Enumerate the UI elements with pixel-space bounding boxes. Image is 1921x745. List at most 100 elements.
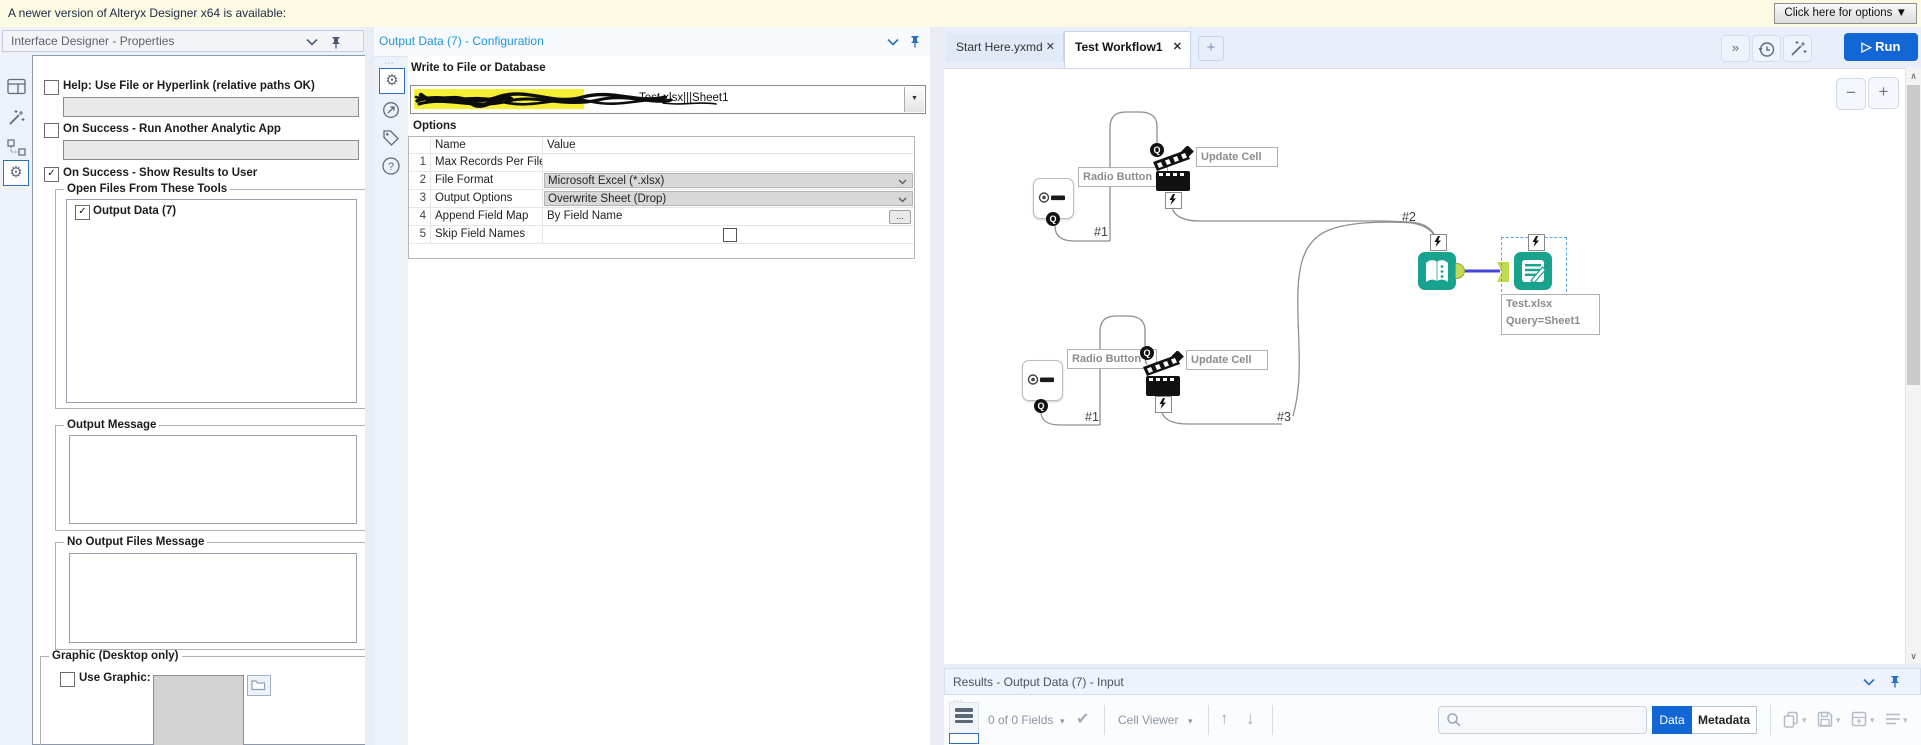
output-options-dropdown[interactable]: Overwrite Sheet (Drop) [544, 191, 913, 206]
show-results-checkbox[interactable]: ✓ [44, 167, 59, 182]
chevron-down-icon [898, 197, 907, 203]
dropdown-arrow-icon: ▼ [911, 95, 918, 102]
no-output-files-textarea[interactable] [69, 553, 357, 643]
browse-graphic-button[interactable] [247, 675, 271, 696]
update-cell-macro-tool[interactable] [1150, 146, 1196, 194]
arrow-up-icon[interactable]: ↑ [1220, 709, 1229, 728]
cell-viewer-label[interactable]: Cell Viewer [1118, 713, 1179, 727]
open-files-listbox[interactable]: ✓ Output Data (7) [66, 199, 357, 403]
canvas-vertical-scrollbar[interactable]: ∧ ∨ [1905, 68, 1921, 664]
tab-data[interactable]: Data [1652, 706, 1692, 734]
run-button[interactable]: ▷ Run [1844, 33, 1918, 61]
use-graphic-checkbox[interactable] [60, 672, 75, 687]
run-another-app-checkbox[interactable] [44, 123, 59, 138]
tab-metadata[interactable]: Metadata [1692, 706, 1757, 734]
tab-test-workflow1[interactable]: Test Workflow1 ✕ [1064, 31, 1191, 68]
apply-check-icon[interactable]: ✔ [1076, 711, 1090, 728]
tab-start-here[interactable]: Start Here.yxmd ✕ [946, 33, 1064, 62]
output-data-item-checkbox[interactable]: ✓ [75, 205, 90, 220]
tree-view-icon[interactable] [7, 139, 26, 156]
chevron-down-icon[interactable] [1862, 675, 1876, 689]
file-path-combobox[interactable]: Test.xlsx|||Sheet1 ▼ [410, 85, 926, 114]
copy-icon[interactable] [1782, 710, 1800, 728]
input-anchor[interactable] [1497, 262, 1509, 282]
layout-icon[interactable] [7, 78, 26, 95]
graphic-group-label: Graphic (Desktop only) [52, 650, 179, 662]
skip-field-names-checkbox[interactable] [722, 228, 737, 242]
config-gear-tab[interactable]: ⚙ [379, 68, 405, 94]
output-data-tool[interactable] [1514, 252, 1552, 290]
update-cell-annotation[interactable]: Update Cell [1186, 350, 1268, 370]
name-column-header: Name [431, 137, 543, 153]
help-hyperlink-checkbox[interactable] [44, 80, 59, 95]
performance-icon[interactable] [381, 100, 401, 120]
caret-down-icon[interactable]: ▾ [1188, 716, 1193, 726]
new-tab-button[interactable]: + [1198, 36, 1224, 61]
question-anchor-badge[interactable]: Q [1034, 399, 1048, 413]
help-hyperlink-input[interactable] [63, 97, 359, 117]
question-anchor-badge[interactable]: Q [1150, 143, 1164, 157]
interface-panel-title: Interface Designer - Properties [11, 34, 175, 48]
question-anchor-badge[interactable]: Q [1140, 346, 1154, 360]
scroll-down-icon[interactable]: ∨ [1910, 651, 1917, 661]
records-view-button[interactable] [949, 702, 979, 744]
tag-icon[interactable] [381, 128, 401, 148]
table-row[interactable]: 3 Output Options Overwrite Sheet (Drop) [409, 190, 914, 208]
help-icon[interactable]: ? [381, 156, 401, 176]
pin-icon[interactable] [908, 34, 922, 48]
question-anchor-badge[interactable]: Q [1046, 212, 1060, 226]
horizontal-splitter[interactable] [944, 664, 1921, 668]
zoom-in-button[interactable]: + [1868, 77, 1899, 109]
pin-icon[interactable] [329, 35, 343, 49]
history-button[interactable] [1752, 35, 1781, 62]
caret-down-icon[interactable]: ▾ [1836, 715, 1841, 725]
scroll-up-icon[interactable]: ∧ [1910, 71, 1917, 81]
table-row[interactable]: 5 Skip Field Names [409, 226, 914, 244]
radio-button-tool[interactable] [1033, 178, 1074, 219]
caret-down-icon[interactable]: ▾ [1802, 715, 1807, 725]
properties-gear-tab[interactable]: ⚙ [3, 160, 29, 186]
save-icon[interactable] [1816, 710, 1834, 728]
update-cell-macro-tool[interactable] [1140, 351, 1186, 399]
lightning-anchor-badge[interactable] [1155, 396, 1172, 413]
input-data-tool[interactable] [1418, 252, 1456, 290]
pin-icon[interactable] [1888, 674, 1902, 688]
run-another-app-input[interactable] [63, 140, 359, 160]
caret-down-icon[interactable]: ▾ [1903, 715, 1908, 725]
file-path-dropdown-button[interactable]: ▼ [904, 87, 924, 112]
magic-wand-button[interactable] [1783, 35, 1812, 62]
table-row[interactable]: 4 Append Field Map By Field Name ... [409, 208, 914, 226]
arrow-down-icon[interactable]: ↓ [1246, 709, 1255, 728]
lightning-anchor-badge[interactable] [1528, 234, 1545, 251]
collapse-toolbar-button[interactable]: » [1721, 35, 1750, 62]
chevron-down-icon[interactable] [886, 35, 900, 49]
lightning-anchor-badge[interactable] [1165, 192, 1182, 209]
close-icon[interactable]: ✕ [1045, 41, 1055, 53]
field-map-ellipsis-button[interactable]: ... [889, 210, 911, 224]
drag-handle-dots: ⋯ [384, 58, 395, 69]
max-records-value[interactable] [543, 154, 914, 171]
wizard-wand-icon[interactable] [7, 109, 26, 127]
new-table-icon[interactable] [1850, 710, 1868, 728]
update-options-button[interactable]: Click here for options ▼ [1774, 3, 1917, 24]
metadata-view-button[interactable] [949, 733, 979, 744]
table-row[interactable]: 2 File Format Microsoft Excel (*.xlsx) [409, 172, 914, 190]
table-row[interactable]: 1 Max Records Per File [409, 154, 914, 172]
lightning-anchor-badge[interactable] [1430, 234, 1447, 251]
menu-icon[interactable] [1884, 710, 1902, 728]
caret-down-icon[interactable]: ▾ [1870, 715, 1875, 725]
file-format-dropdown[interactable]: Microsoft Excel (*.xlsx) [544, 173, 913, 188]
radio-button-annotation[interactable]: Radio Button ( [1078, 167, 1168, 187]
zoom-out-button[interactable]: − [1836, 78, 1866, 110]
output-file-annotation[interactable]: Test.xlsx Query=Sheet1 [1501, 294, 1600, 335]
output-message-textarea[interactable] [69, 435, 357, 524]
results-search-input[interactable] [1438, 706, 1647, 734]
workflow-canvas[interactable]: Q #1 Radio Button ( Q Update Cell #2 [944, 68, 1921, 664]
close-icon[interactable]: ✕ [1172, 41, 1182, 53]
radio-button-tool[interactable] [1022, 360, 1063, 401]
radio-button-annotation[interactable]: Radio Button ( [1067, 349, 1157, 369]
update-cell-annotation[interactable]: Update Cell [1196, 147, 1278, 167]
scrollbar-thumb[interactable] [1907, 85, 1920, 385]
chevron-down-icon[interactable] [305, 35, 319, 49]
caret-down-icon[interactable]: ▾ [1060, 716, 1065, 726]
